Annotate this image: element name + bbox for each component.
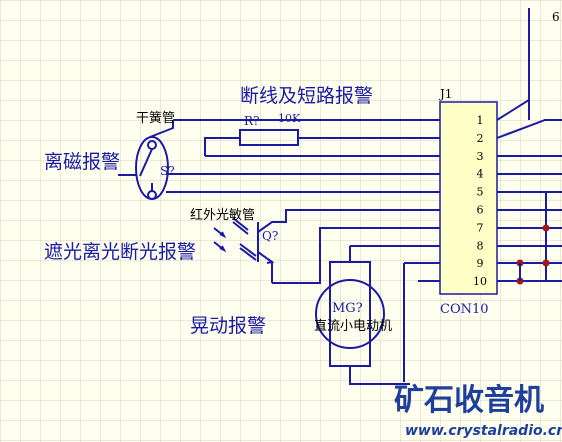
motor-body	[315, 279, 385, 349]
loop-wire-left	[204, 137, 240, 156]
label-switch-ref: S?	[160, 164, 175, 178]
label-shake-alarm: 晃动报警	[190, 315, 266, 337]
label-light-alarm: 遮光离光断光报警	[44, 241, 196, 263]
label-resistor-value: 10K	[278, 112, 301, 125]
connector-pin-5: 5	[477, 186, 484, 199]
pin2-out-wire	[496, 119, 562, 139]
connector-pin-10: 10	[473, 275, 487, 288]
connector-pin-6: 6	[477, 204, 484, 217]
light-arrow-2	[213, 241, 227, 253]
label-connector-ref: J1	[438, 87, 452, 101]
reed-blade	[139, 148, 153, 177]
motor-lead-bottom	[349, 366, 410, 385]
left-pin-wires	[418, 119, 440, 282]
connector-pin-3: 3	[477, 150, 484, 163]
label-magnetic-alarm: 离磁报警	[44, 151, 120, 173]
connector-pin-7: 7	[477, 221, 484, 234]
label-connector-part: CON10	[440, 302, 489, 317]
connector-pin-4: 4	[477, 168, 484, 181]
emitter-arrow	[266, 258, 275, 264]
label-motor-desc: 直流小电动机	[314, 319, 392, 334]
watermark-brand: 矿石收音机	[394, 383, 544, 418]
connector-pin-labels: 1 2 3 4 5 6 7 8 9 10	[473, 114, 487, 288]
reed-lead-top	[149, 120, 174, 138]
phototransistor-collector	[257, 209, 418, 233]
light-arrows-top	[232, 217, 249, 235]
watermark-url: www.crystalradio.cn	[405, 423, 562, 439]
pin9-wire	[403, 262, 418, 382]
junction-dot	[542, 224, 550, 232]
label-corner-pin: 6	[552, 10, 560, 24]
connector-j1-body	[439, 101, 498, 295]
connector-pin-2: 2	[477, 132, 484, 145]
label-phototube: 红外光敏管	[190, 207, 255, 223]
connector-pin-8: 8	[477, 239, 484, 252]
junction-dot	[542, 259, 550, 267]
label-phototube-ref: Q?	[262, 229, 278, 243]
label-resistor-ref: R?	[244, 114, 259, 128]
label-break-short-alarm: 断线及短路报警	[240, 85, 373, 107]
label-motor-ref: MG?	[332, 301, 363, 316]
light-arrows-bottom	[239, 243, 257, 261]
light-arrow-1	[213, 227, 227, 239]
phototransistor-to-pin7	[272, 227, 418, 284]
label-reed-tube: 干簧管	[136, 110, 175, 126]
connector-pin-9: 9	[477, 257, 484, 270]
connector-pin-1: 1	[477, 114, 484, 127]
